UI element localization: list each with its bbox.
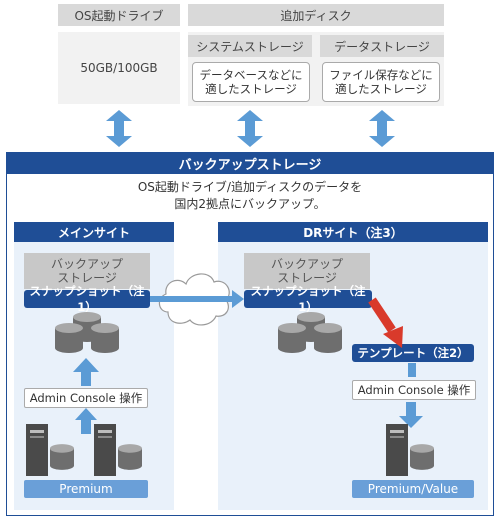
dr-admin-console: Admin Console 操作 — [352, 380, 476, 400]
dr-template-down-arrow-icon — [408, 363, 416, 377]
dr-down-arrow-icon — [399, 402, 423, 428]
backup-storage-title: バックアップストレージ — [6, 152, 494, 174]
main-plan-label: Premium — [59, 482, 113, 496]
os-drive-header: OS起動ドライブ — [58, 4, 180, 26]
dr-template: テンプレート（注2） — [352, 344, 474, 362]
system-storage-desc: データベースなどに 適したストレージ — [192, 62, 310, 102]
dr-snapshot-label: スナップショット（注1） — [250, 284, 366, 314]
dr-snapshot: スナップショット（注1） — [244, 284, 372, 314]
os-drive-size: 50GB/100GB — [80, 61, 158, 75]
additional-disk-label: 追加ディスク — [280, 8, 352, 23]
dr-site-title: DRサイト（注3） — [218, 222, 488, 242]
os-drive-panel: 50GB/100GB — [58, 32, 180, 104]
backup-arrows — [106, 110, 395, 147]
main-snapshot: スナップショット（注1） — [24, 284, 150, 314]
replication-arrow-icon — [150, 290, 244, 308]
os-drive-header-label: OS起動ドライブ — [74, 8, 164, 23]
data-storage-desc: ファイル保存などに 適したストレージ — [322, 62, 440, 102]
template-arrow-icon — [368, 297, 403, 348]
main-console-arrow-icon — [75, 408, 97, 434]
system-storage-header: システムストレージ — [188, 35, 312, 57]
dr-server-icon — [386, 424, 434, 476]
additional-disk-header: 追加ディスク — [188, 4, 444, 26]
system-storage-label: システムストレージ — [196, 39, 304, 54]
system-backup-arrow-icon — [237, 110, 263, 147]
main-site-title-text: メインサイト — [57, 225, 130, 240]
main-snapshot-label: スナップショット（注1） — [29, 284, 145, 314]
dr-template-label: テンプレート（注2） — [357, 346, 469, 360]
main-backup-storage: バックアップ ストレージ — [24, 253, 150, 289]
dr-backup-storage: バックアップ ストレージ — [244, 253, 370, 289]
dr-plan-bar: Premium/Value — [352, 480, 474, 498]
data-storage-label: データストレージ — [334, 39, 430, 54]
backup-storage-title-text: バックアップストレージ — [178, 157, 322, 173]
main-up-arrow-icon — [73, 358, 99, 386]
dr-site-title-text: DRサイト（注3） — [303, 225, 403, 240]
dr-storage-cylinders-icon — [278, 312, 342, 353]
dr-plan-label: Premium/Value — [367, 482, 459, 496]
main-storage-cylinders-icon — [55, 312, 119, 353]
backup-description: OS起動ドライブ/追加ディスクのデータを 国内2拠点にバックアップ。 — [137, 180, 363, 211]
data-backup-arrow-icon — [369, 110, 395, 147]
dr-admin-console-label: Admin Console 操作 — [357, 383, 471, 397]
main-admin-console-label: Admin Console 操作 — [29, 391, 143, 405]
main-site-title: メインサイト — [14, 222, 174, 242]
main-plan-bar: Premium — [24, 480, 148, 498]
data-storage-header: データストレージ — [320, 35, 444, 57]
os-backup-arrow-icon — [106, 110, 132, 147]
main-admin-console: Admin Console 操作 — [24, 388, 148, 408]
